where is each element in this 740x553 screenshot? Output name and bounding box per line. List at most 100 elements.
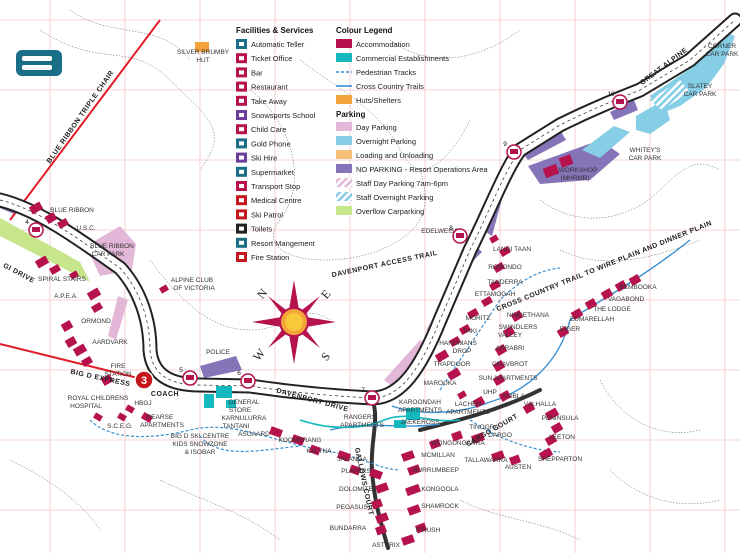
place-label: APARTMENTS <box>446 409 490 416</box>
brand-logo <box>16 50 62 76</box>
place-label: AARDVARK <box>92 339 128 346</box>
place-label: TRAPDOOR <box>434 361 471 368</box>
facilities-legend-item: Bar <box>236 67 263 78</box>
colour-legend-label: Huts/Shelters <box>356 96 401 105</box>
place-label: SPIRAL STAIRS <box>38 276 86 283</box>
place-label: HOSPITAL <box>70 403 102 410</box>
facilities-legend-item: Fire Station <box>236 252 289 262</box>
place-label: MCMILLAN <box>421 452 455 459</box>
colour-legend-label: Pedestrian Tracks <box>356 68 416 77</box>
place-label: LACHEN <box>455 401 482 408</box>
parking-legend-label: Loading and Unloading <box>356 151 433 160</box>
place-label: TALLAWARRA <box>464 457 508 464</box>
place-label: PEGASUS <box>336 504 368 511</box>
place-label: PEARSE <box>147 414 174 421</box>
compass-west: W <box>250 345 268 363</box>
parking-legend-label: Overflow Carparking <box>356 207 424 216</box>
place-label: WHITEY'S <box>630 147 662 154</box>
location-marker[interactable]: 3 <box>134 370 154 390</box>
facilities-legend-label: Fire Station <box>251 253 289 262</box>
facilities-legend-item: Transport Stop <box>236 181 300 191</box>
place-label: DROP <box>453 348 472 355</box>
compass-south: S <box>318 349 333 363</box>
place-label: R'RUSH <box>416 527 441 534</box>
bus-icon <box>510 149 518 154</box>
parking-legend-title: Parking <box>336 110 365 119</box>
facilities-legend-label: Restaurant <box>251 83 289 92</box>
commercial-buildings <box>204 386 420 428</box>
place-label: LEETON <box>549 434 575 441</box>
place-label: BUNDARRA <box>330 525 367 532</box>
parking-legend-label: Staff Overnight Parking <box>356 193 433 202</box>
transport-stop[interactable]: 8 <box>449 225 468 244</box>
place-label: JAEKEROSS <box>400 419 440 426</box>
blue-ribbon-chairlift <box>9 19 161 221</box>
facilities-legend-item: Medical Centre <box>236 195 301 206</box>
facilities-legend-item: Snowsports School <box>236 110 316 120</box>
facilities-legend-label: Toilets <box>251 225 273 234</box>
facilities-legend-title: Facilities & Services <box>236 26 314 35</box>
parking-legend-item: Staff Day Parking 7am-6pm <box>336 178 448 188</box>
colour-legend-title: Colour Legend <box>336 26 393 35</box>
place-label: MAROUKA <box>424 380 458 387</box>
transport-stop[interactable]: 4 <box>25 219 44 238</box>
parking-legend-label: Day Parking <box>356 123 397 132</box>
facilities-legend-label: Ticket Office <box>251 54 292 63</box>
place-label: PLAYERS <box>341 468 371 475</box>
place-label: BLUE RIBBON <box>90 243 134 250</box>
place-label: DARGO <box>488 432 512 439</box>
bus-icon <box>244 378 252 383</box>
facilities-legend-item: Ski Patrol <box>236 209 283 220</box>
transport-stop-number: 7 <box>361 387 365 394</box>
place-label: SLATEY <box>688 83 713 90</box>
parking-legend-label: Staff Day Parking 7am-6pm <box>356 179 448 188</box>
transport-stop[interactable]: 5 <box>179 367 198 386</box>
road-label: DAVENPORT ACCESS TRAIL <box>331 250 438 279</box>
place-label: SWINDLERS <box>499 324 538 331</box>
facilities-legend-label: Snowsports School <box>251 111 316 120</box>
place-label: PENINSULA <box>542 415 580 422</box>
place-label: ASGAARD <box>238 431 270 438</box>
transport-stop-number: 8 <box>449 225 453 232</box>
facilities-legend-label: Take Away <box>251 97 287 106</box>
place-label: UHP <box>483 389 497 396</box>
place-label: SHEPPARTON <box>538 456 582 463</box>
facilities-legend-item: Ticket Office <box>236 53 292 64</box>
place-label: TANDERRA <box>487 279 523 286</box>
place-label: WONGUNGARRA <box>431 440 485 447</box>
place-label: WORKSHOP <box>559 167 598 174</box>
bus-icon <box>186 375 194 380</box>
road-label: COACH <box>151 391 179 398</box>
silver-brumby-hut <box>195 42 209 52</box>
colour-legend-item: Commercial Establishments <box>336 53 449 63</box>
compass-north: N <box>254 286 271 302</box>
place-label: EIGER <box>560 326 581 333</box>
transport-stop[interactable]: 6 <box>237 370 256 389</box>
bus-icon <box>456 233 464 238</box>
transport-stop[interactable]: 7 <box>361 387 380 406</box>
parking-legend-item: Overflow Carparking <box>336 206 424 216</box>
transport-stop[interactable]: 10 <box>607 91 628 110</box>
place-label: CAR PARK <box>92 251 125 258</box>
facilities-legend-item: Take Away <box>236 95 287 106</box>
colour-legend-item: Cross Country Trails <box>336 82 424 91</box>
bus-icon <box>32 227 40 232</box>
place-label: TAKI <box>463 328 477 335</box>
road-label: GI DRIVE <box>2 262 36 284</box>
colour-legend-item: Accommodation <box>336 39 410 49</box>
place-label: EDELWEISS <box>421 228 459 235</box>
place-label: HBGJ <box>134 400 151 407</box>
place-label: STATION <box>104 371 132 378</box>
place-label: JALANGA <box>337 456 367 463</box>
facilities-legend-label: Ski Hire <box>251 154 277 163</box>
place-label: KOOMERANG <box>279 437 322 444</box>
place-label: FIRE <box>111 363 126 370</box>
place-label: APARTMENTS <box>340 422 384 429</box>
transport-stop[interactable]: 9 <box>503 141 522 160</box>
place-label: DOLOMITE <box>339 486 374 493</box>
parking-legend-label: Overnight Parking <box>356 137 416 146</box>
place-label: GRAVBROT <box>492 361 528 368</box>
